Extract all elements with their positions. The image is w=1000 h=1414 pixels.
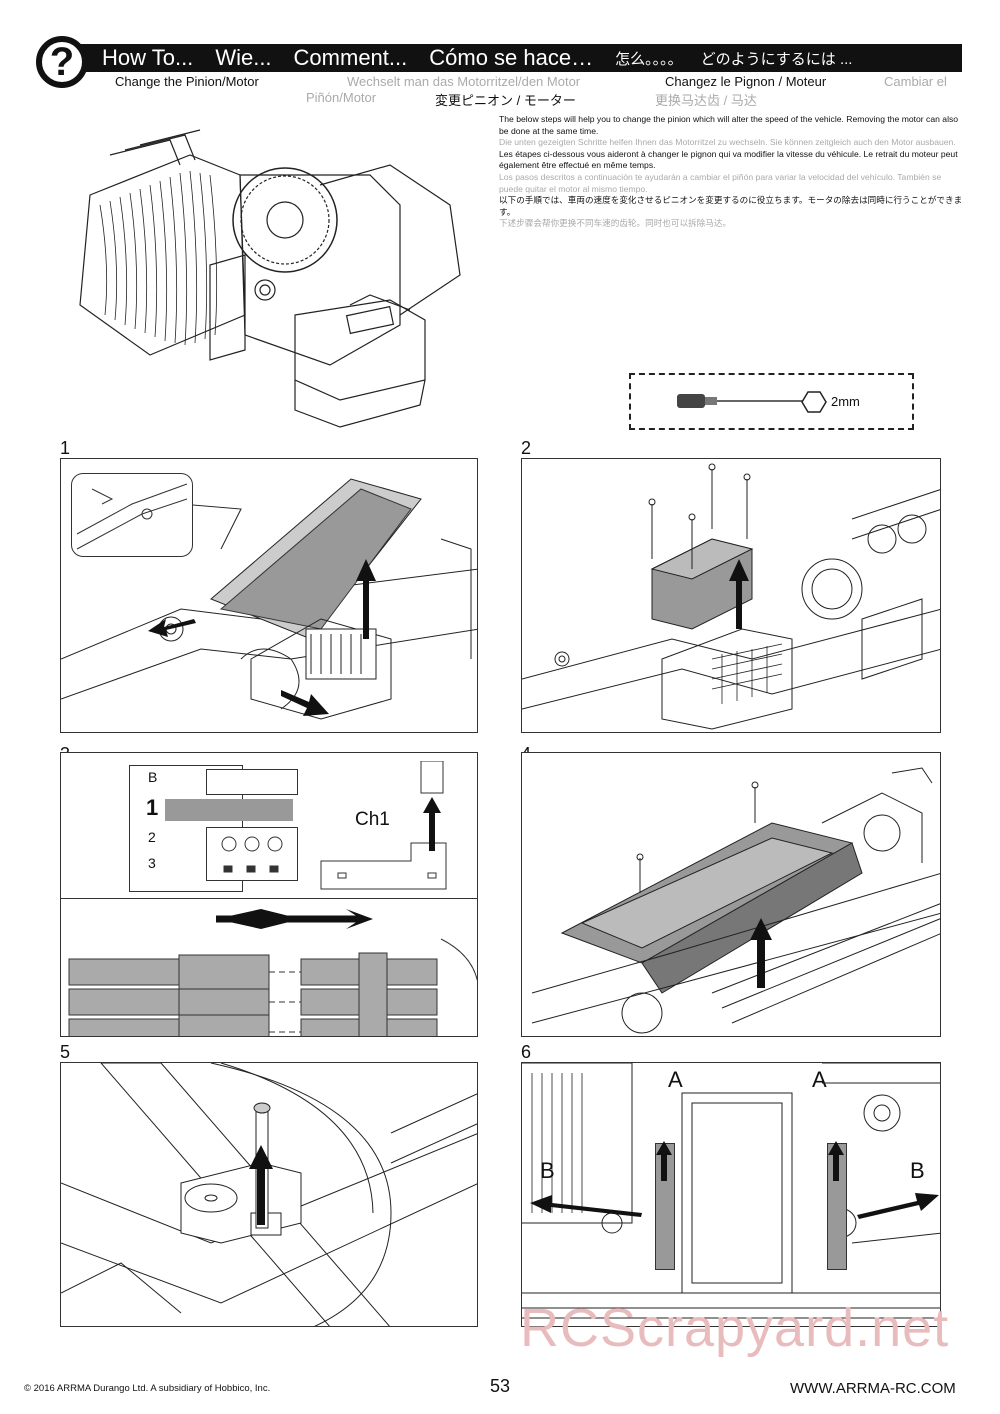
footer-copyright: © 2016 ARRMA Durango Ltd. A subsidiary o… xyxy=(24,1383,271,1394)
hex-size-label: 2mm xyxy=(831,394,860,409)
page-number: 53 xyxy=(490,1376,511,1396)
servo-plug-slot xyxy=(165,799,293,821)
label-a-left: A xyxy=(668,1067,683,1092)
slot-label-active: 1 xyxy=(146,795,159,820)
footer-website[interactable]: WWW.ARRMA-RC.COM xyxy=(790,1380,956,1397)
title-wie: Wie... xyxy=(215,45,272,70)
step-5-panel xyxy=(60,1062,478,1327)
step-1-inset xyxy=(71,473,193,557)
intro-zh: 下述步骤会帮你更换不同车速的齿轮。同时也可以拆除马达。 xyxy=(499,218,732,229)
step-number: 6 xyxy=(521,1042,532,1062)
step-3-panel: B 1 2 3 Ch1 xyxy=(60,752,478,1037)
tools-box: 2mm xyxy=(629,373,914,430)
title-ja: どのようにするには ... xyxy=(700,50,853,68)
intro-fr: Les étapes ci-dessous vous aideront à ch… xyxy=(499,148,958,171)
plug-bottom xyxy=(206,827,298,881)
subtitle-de: Wechselt man das Motorritzel/den Motor xyxy=(347,74,581,89)
step-4-panel xyxy=(521,752,941,1037)
screwdriver-icon xyxy=(677,394,812,408)
divider xyxy=(61,898,477,899)
question-icon: ? xyxy=(36,36,88,88)
motor-wires-illustration xyxy=(68,909,477,1036)
intro-de: Die unten gezeigten Schritte helfen Ihne… xyxy=(499,137,956,148)
slot-label: 2 xyxy=(148,829,156,845)
intro-text: The below steps will help you to change … xyxy=(499,114,963,230)
subtitle-zh: 更换马达齿 / 马达 xyxy=(655,93,757,108)
title-zh: 怎么。。。。 xyxy=(615,50,683,68)
arrow-up-icon xyxy=(750,918,772,988)
motor-illustration xyxy=(79,129,461,428)
step-2-panel xyxy=(521,458,941,733)
subtitle-fr: Changez le Pignon / Moteur xyxy=(665,74,827,89)
subtitle-es-2: Piñón/Motor xyxy=(306,90,377,105)
connector-illustration xyxy=(320,761,447,890)
label-a-right: A xyxy=(812,1067,827,1092)
title-comment: Comment... xyxy=(293,45,408,70)
title-how-to: How To... xyxy=(102,45,194,70)
arrow-up-icon xyxy=(356,559,376,639)
step-number: 5 xyxy=(60,1042,71,1062)
intro-es: Los pasos descritos a continuación te ay… xyxy=(499,171,942,194)
label-b-right: B xyxy=(910,1158,925,1183)
title-bar: How To... Wie... Comment... Cómo se hace… xyxy=(78,44,962,72)
label-b-left: B xyxy=(540,1158,555,1183)
hex-icon xyxy=(801,391,827,413)
step-number: 2 xyxy=(521,438,532,458)
arrow-down-right-icon xyxy=(281,690,329,716)
arrow-up-icon xyxy=(828,1141,844,1181)
arrow-left-icon xyxy=(148,619,196,637)
arrow-left-icon xyxy=(530,1195,642,1217)
arrow-up-icon xyxy=(729,559,749,629)
arrow-up-icon xyxy=(656,1141,672,1181)
step-1-panel xyxy=(60,458,478,733)
intro-en: The below steps will help you to change … xyxy=(499,114,959,136)
plug-top xyxy=(206,769,298,795)
step-6-panel: A A B B xyxy=(521,1062,941,1327)
arrow-right-icon xyxy=(857,1193,939,1219)
intro-ja: 以下の手順では、車両の速度を変化させるピニオンを変更するのに役立ちます。モータの… xyxy=(499,195,963,217)
arrow-up-icon xyxy=(249,1145,273,1225)
step-number: 1 xyxy=(60,438,71,458)
watermark: RCScrapyard.net xyxy=(520,1298,950,1358)
subtitle-es-1: Cambiar el xyxy=(884,74,947,89)
title-como: Cómo se hace… xyxy=(429,45,594,70)
slot-label: 3 xyxy=(148,855,156,871)
channel-label: Ch1 xyxy=(355,809,390,830)
subtitle-en: Change the Pinion/Motor xyxy=(115,74,259,89)
slot-label: B xyxy=(148,769,158,785)
subtitle-ja: 変更ピニオン / モーター xyxy=(435,93,576,108)
